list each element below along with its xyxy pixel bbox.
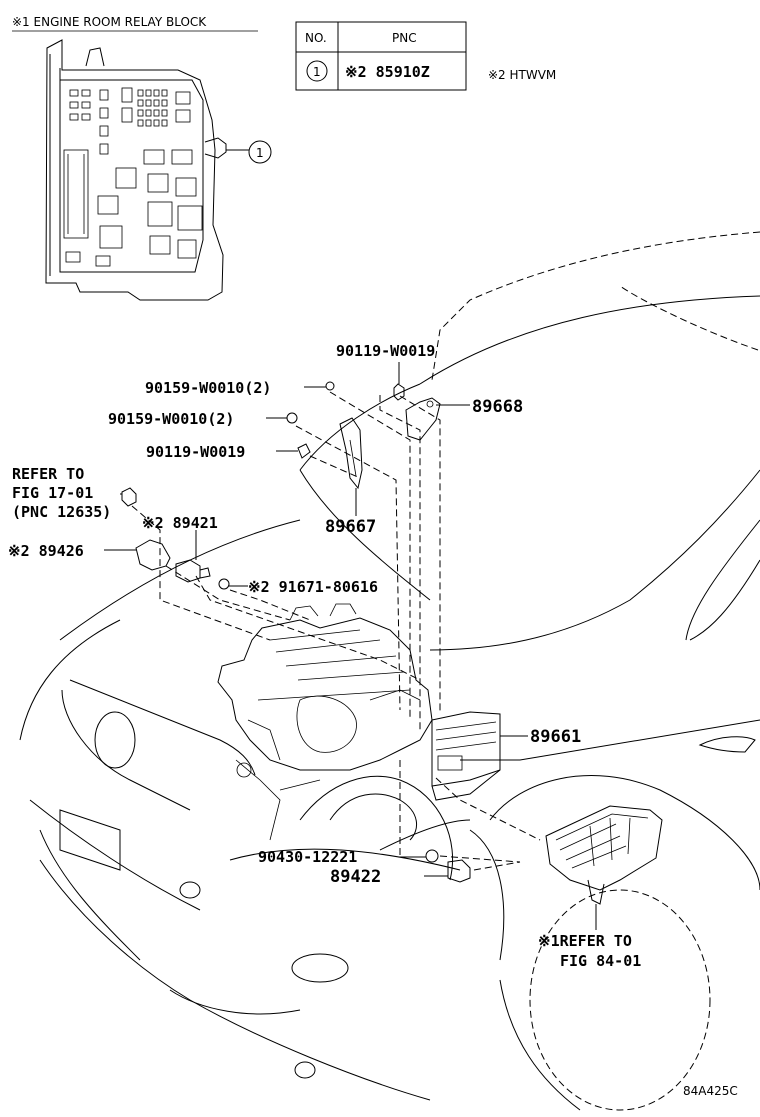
- bolt-12635-drawing: [121, 487, 137, 507]
- part-label-89661: 89661: [530, 727, 581, 747]
- leader-lines: [104, 362, 597, 930]
- engine-room-relay-block-drawing: [45, 39, 249, 301]
- bracket-89668-drawing: [405, 397, 441, 441]
- part-label-90119-b: 90119-W0019: [146, 443, 245, 461]
- refer-2-line-2: FIG 84-01: [560, 952, 641, 970]
- engine-ecu-drawing: [431, 711, 501, 801]
- refer-note-fig-17-01: REFER TO FIG 17-01 (PNC 12635): [12, 465, 111, 521]
- figure-code: 84A425C: [683, 1084, 738, 1098]
- part-label-89422: 89422: [330, 867, 381, 887]
- pnc-table-header-pnc: PNC: [392, 31, 417, 45]
- part-label-89667: 89667: [325, 517, 376, 537]
- htwvm-note: ※2 HTWVM: [488, 68, 556, 82]
- pnc-table-row-no: 1: [313, 65, 321, 79]
- refer-1-line-1: REFER TO: [12, 465, 84, 483]
- bolt-90159-b-drawing: [286, 412, 298, 424]
- part-label-89421: ※2 89421: [142, 514, 218, 532]
- relay-block-title: ※1 ENGINE ROOM RELAY BLOCK: [12, 15, 207, 29]
- bolt-90119-b-drawing: [297, 443, 311, 459]
- part-label-90119-top: 90119-W0019: [336, 342, 435, 360]
- dashed-leaders: [131, 391, 541, 871]
- vehicle-outline: [19, 231, 760, 1111]
- refer-note-fig-84-01: ※1REFER TO FIG 84-01: [538, 932, 641, 970]
- bracket-89667-drawing: [339, 417, 363, 490]
- gasket-90430-drawing: [425, 849, 439, 863]
- pnc-table-header-no: NO.: [305, 31, 327, 45]
- refer-2-line-1: ※1REFER TO: [538, 932, 632, 950]
- part-label-89426: ※2 89426: [8, 542, 84, 560]
- pnc-table: NO. PNC 1 ※2 85910Z: [295, 21, 467, 91]
- pnc-table-row-pnc: ※2 85910Z: [345, 63, 430, 81]
- callout-circle-1: [248, 140, 272, 164]
- bolt-90159-a-drawing: [325, 381, 335, 391]
- part-label-90159-b: 90159-W0010(2): [108, 410, 234, 428]
- part-label-90159-a: 90159-W0010(2): [145, 379, 271, 397]
- part-label-90430: 90430-12221: [258, 848, 357, 866]
- refer-1-line-2: FIG 17-01: [12, 484, 93, 502]
- bolt-90119-top-drawing: [393, 368, 405, 401]
- callout-number-1: 1: [256, 146, 264, 160]
- part-label-91671: ※2 91671-80616: [248, 578, 378, 596]
- bolt-91671-drawing: [218, 578, 230, 590]
- sensor-89421-drawing: [175, 559, 211, 583]
- relay-block-lower-drawing: [545, 805, 663, 905]
- sensor-89422-drawing: [447, 859, 471, 883]
- refer-1-line-3: (PNC 12635): [12, 503, 111, 521]
- bracket-89426-drawing: [135, 539, 171, 571]
- pnc-row-callout-circle: [306, 60, 328, 82]
- part-label-89668: 89668: [472, 397, 523, 417]
